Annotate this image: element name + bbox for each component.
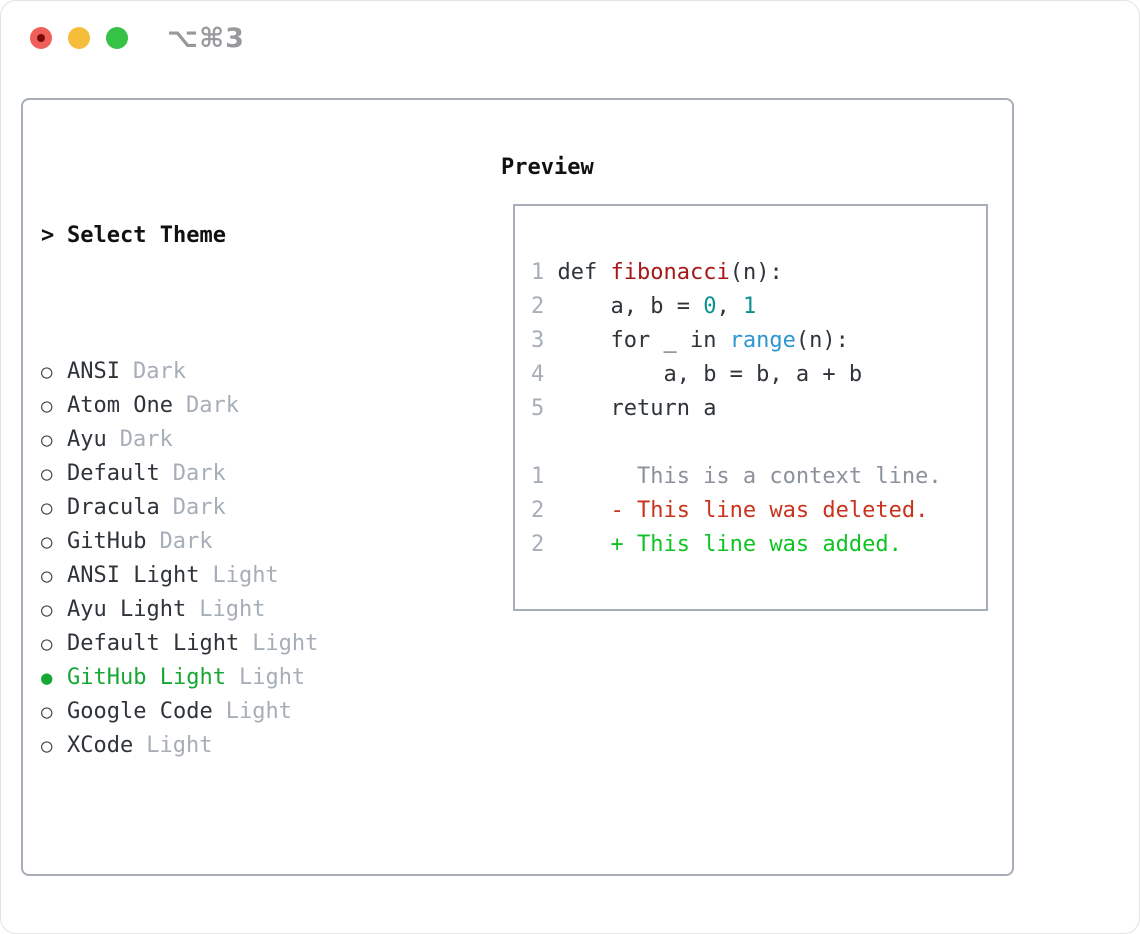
theme-item-ayu-light[interactable]: ○ Ayu Light Light	[41, 593, 412, 627]
radio-unselected-icon: ○	[41, 735, 53, 757]
item-tag: Dark	[132, 359, 186, 384]
preview-title: Preview	[501, 155, 594, 180]
item-label: GitHub	[67, 529, 147, 554]
item-label: Ayu	[67, 427, 107, 452]
code-line	[531, 426, 986, 460]
item-label: XCode	[67, 733, 134, 758]
prompt-icon: >	[41, 223, 55, 248]
theme-item-atom-one[interactable]: ○ Atom One Dark	[41, 389, 412, 423]
item-tag: Dark	[159, 529, 213, 554]
close-button[interactable]	[30, 27, 52, 49]
theme-item-github-light[interactable]: ● GitHub Light Light	[41, 661, 412, 695]
radio-unselected-icon: ○	[41, 565, 53, 587]
item-tag: Light	[252, 631, 319, 656]
radio-unselected-icon: ○	[41, 497, 53, 519]
line-number: 3	[531, 328, 545, 353]
theme-item-github[interactable]: ○ GitHub Dark	[41, 525, 412, 559]
radio-unselected-icon: ○	[41, 531, 53, 553]
code-line: 2 a, b = 0, 1	[531, 290, 986, 324]
item-tag: Light	[146, 733, 213, 758]
select-theme-title: Select Theme	[67, 223, 226, 248]
item-tag: Dark	[172, 461, 226, 486]
radio-unselected-icon: ○	[41, 599, 53, 621]
line-number: 5	[531, 396, 545, 421]
item-label: Atom One	[67, 393, 173, 418]
radio-unselected-icon: ○	[41, 701, 53, 723]
line-number: 2	[531, 294, 545, 319]
item-label: Google Code	[67, 699, 213, 724]
line-number: 1	[531, 464, 545, 489]
code-line: 1 This is a context line.	[531, 460, 986, 494]
item-label: ANSI	[67, 359, 120, 384]
code-token-code: return a	[544, 396, 717, 421]
code-line: 1 def fibonacci(n):	[531, 256, 986, 290]
code-line: 4 a, b = b, a + b	[531, 358, 986, 392]
theme-item-ansi-light[interactable]: ○ ANSI Light Light	[41, 559, 412, 593]
line-number: 1	[531, 260, 545, 285]
code-token-code: a, b =	[544, 294, 704, 319]
item-tag: Light	[199, 597, 266, 622]
theme-item-xcode[interactable]: ○ XCode Light	[41, 729, 412, 763]
radio-unselected-icon: ○	[41, 463, 53, 485]
line-number: 2	[531, 532, 545, 557]
code-token-func: fibonacci	[610, 260, 730, 285]
item-label: Dracula	[67, 495, 160, 520]
code-token-code: for _ in	[544, 328, 730, 353]
item-tag: Dark	[172, 495, 226, 520]
code-line: 3 for _ in range(n):	[531, 324, 986, 358]
theme-item-ansi[interactable]: ○ ANSI Dark	[41, 355, 412, 389]
item-tag: Dark	[119, 427, 173, 452]
spacer	[41, 865, 412, 899]
item-label: Default Light	[67, 631, 240, 656]
item-tag: Dark	[185, 393, 239, 418]
code-line: 2 + This line was added.	[531, 528, 986, 562]
minimize-button[interactable]	[68, 27, 90, 49]
line-number: 2	[531, 498, 545, 523]
code-token-code: (n):	[729, 260, 783, 285]
radio-unselected-icon: ○	[41, 633, 53, 655]
item-label: Ayu Light	[67, 597, 187, 622]
code-token-code: (n):	[795, 328, 849, 353]
item-label: ANSI Light	[67, 563, 200, 588]
code-token-deleted: - This line was deleted.	[544, 498, 929, 523]
select-theme-header: > Select Theme	[41, 219, 412, 253]
item-label: Default	[67, 461, 160, 486]
theme-item-google-code[interactable]: ○ Google Code Light	[41, 695, 412, 729]
theme-item-default-light[interactable]: ○ Default Light Light	[41, 627, 412, 661]
radio-unselected-icon: ○	[41, 361, 53, 383]
item-tag: Light	[238, 665, 306, 690]
code-token-builtin: range	[729, 328, 796, 353]
code-token-code: a, b = b, a + b	[544, 362, 863, 387]
code-token-code: ,	[716, 294, 743, 319]
line-number	[531, 430, 544, 455]
code-token-added: + This line was added.	[544, 532, 902, 557]
item-tag: Light	[225, 699, 292, 724]
radio-selected-icon: ●	[41, 667, 53, 689]
theme-item-ayu[interactable]: ○ Ayu Dark	[41, 423, 412, 457]
code-token-num: 1	[742, 294, 757, 319]
window-title: ⌥⌘3	[167, 23, 245, 54]
radio-unselected-icon: ○	[41, 429, 53, 451]
item-label: GitHub Light	[67, 665, 226, 690]
code-line: 2 - This line was deleted.	[531, 494, 986, 528]
titlebar: ⌥⌘3	[1, 1, 1139, 71]
code-token-code: def	[544, 260, 611, 285]
theme-item-default[interactable]: ○ Default Dark	[41, 457, 412, 491]
zoom-button[interactable]	[106, 27, 128, 49]
line-number: 4	[531, 362, 545, 387]
item-tag: Light	[212, 563, 279, 588]
theme-item-dracula[interactable]: ○ Dracula Dark	[41, 491, 412, 525]
radio-unselected-icon: ○	[41, 395, 53, 417]
code-token-num: 0	[703, 294, 717, 319]
code-token-context: This is a context line.	[544, 464, 942, 489]
code-line: 5 return a	[531, 392, 986, 426]
